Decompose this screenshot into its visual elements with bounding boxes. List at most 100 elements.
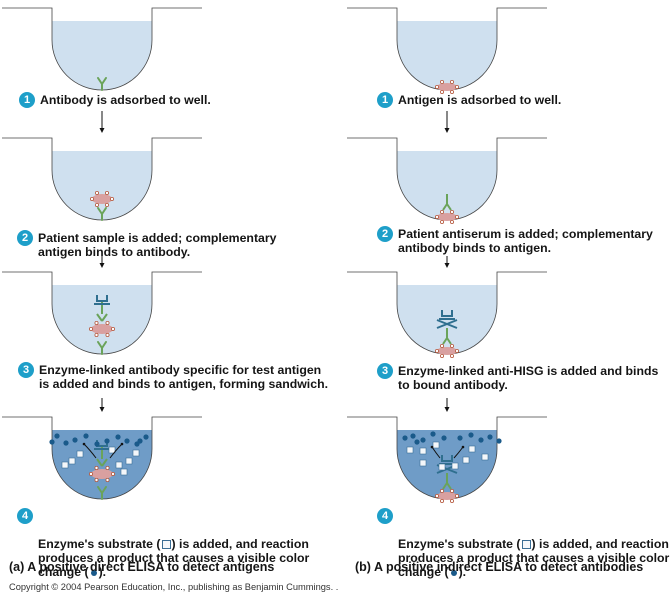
antigen-icon bbox=[91, 324, 113, 334]
panel-a-step-2: 2 Patient sample is added; complementary… bbox=[17, 230, 277, 259]
product-icon bbox=[124, 438, 130, 444]
epitope-icon bbox=[95, 202, 100, 207]
panel-a-step-1: 1 Antibody is adsorbed to well. bbox=[19, 92, 211, 108]
reaction-arrowhead bbox=[461, 445, 465, 449]
substrate-icon bbox=[438, 463, 446, 471]
substrate-icon bbox=[419, 459, 427, 467]
antigen-icon bbox=[437, 492, 457, 500]
product-icon bbox=[468, 432, 474, 438]
epitope-icon bbox=[439, 209, 444, 214]
epitope-icon bbox=[94, 465, 99, 470]
panel-a-arrow-2 bbox=[99, 256, 105, 268]
step-badge: 2 bbox=[377, 226, 393, 242]
epitope-icon bbox=[449, 353, 454, 358]
anti-hisg-icon bbox=[436, 319, 458, 329]
step-badge: 1 bbox=[19, 92, 35, 108]
panel-a-step-4: 4 Enzyme's substrate () is added, and re… bbox=[17, 508, 309, 579]
panel-a-well-1 bbox=[2, 7, 202, 91]
epitope-icon bbox=[90, 196, 95, 201]
enzyme-icon bbox=[94, 295, 110, 305]
substrate-icon bbox=[468, 445, 476, 453]
panel-b-arrow-2 bbox=[444, 256, 450, 268]
epitope-icon bbox=[439, 90, 444, 95]
product-icon bbox=[441, 435, 447, 441]
panel-a-arrow-3 bbox=[99, 398, 105, 412]
panel-b-step-3: 3 Enzyme-linked anti-HISG is added and b… bbox=[377, 363, 658, 392]
epitope-icon bbox=[105, 320, 110, 325]
product-symbol-icon bbox=[90, 569, 97, 576]
substrate-icon bbox=[115, 461, 123, 469]
arrow-head bbox=[444, 263, 450, 268]
arrow-head bbox=[99, 263, 105, 268]
reaction-arrowhead bbox=[82, 442, 86, 446]
epitope-icon bbox=[439, 80, 444, 85]
product-icon bbox=[137, 438, 143, 444]
substrate-icon bbox=[481, 453, 489, 461]
antigen-icon bbox=[437, 347, 457, 355]
product-icon bbox=[104, 438, 110, 444]
epitope-icon bbox=[454, 214, 459, 219]
well-liquid bbox=[52, 21, 152, 90]
enzyme-icon bbox=[439, 310, 455, 320]
epitope-icon bbox=[454, 85, 459, 90]
epitope-icon bbox=[439, 498, 444, 503]
panel-b-well-1 bbox=[347, 7, 547, 95]
substrate-icon bbox=[76, 450, 84, 458]
panel-a-caption: (a) A positive direct ELISA to detect an… bbox=[9, 560, 275, 574]
substrate-icon bbox=[125, 457, 133, 465]
panel-b-caption: (b) A positive indirect ELISA to detect … bbox=[355, 560, 644, 574]
antibody-icon bbox=[97, 77, 107, 91]
product-icon bbox=[478, 437, 484, 443]
patient-antibody-icon bbox=[442, 473, 452, 490]
substrate-icon bbox=[68, 457, 76, 465]
substrate-icon bbox=[432, 441, 440, 449]
epitope-icon bbox=[111, 471, 116, 476]
well-liquid bbox=[397, 21, 497, 90]
epitope-icon bbox=[105, 202, 110, 207]
epitope-icon bbox=[454, 493, 459, 498]
substrate-icon bbox=[406, 446, 414, 454]
well-liquid bbox=[52, 151, 152, 220]
epitope-icon bbox=[449, 219, 454, 224]
panel-b-step-2: 2 Patient antiserum is added; complement… bbox=[377, 226, 653, 255]
epitope-icon bbox=[434, 348, 439, 353]
epitope-icon bbox=[94, 477, 99, 482]
antigen-icon bbox=[92, 194, 112, 204]
product-icon bbox=[72, 437, 78, 443]
arrow-head bbox=[99, 407, 105, 412]
epitope-icon bbox=[110, 196, 115, 201]
copyright-notice: Copyright © 2004 Pearson Education, Inc.… bbox=[9, 582, 339, 592]
panel-b-arrow-3 bbox=[444, 398, 450, 412]
epitope-icon bbox=[449, 343, 454, 348]
product-icon bbox=[430, 431, 436, 437]
well-liquid bbox=[397, 151, 497, 220]
panel-b-arrow-1 bbox=[444, 111, 450, 133]
epitope-icon bbox=[434, 493, 439, 498]
panel-a-step-3: 3 Enzyme-linked antibody specific for te… bbox=[18, 362, 328, 391]
substrate-icon bbox=[451, 462, 459, 470]
antibody-icon bbox=[97, 486, 107, 500]
epitope-icon bbox=[449, 498, 454, 503]
panel-b-step-4: 4 Enzyme's substrate () is added, and re… bbox=[377, 508, 669, 579]
substrate-icon bbox=[132, 449, 140, 457]
epitope-icon bbox=[449, 80, 454, 85]
substrate-icon bbox=[120, 468, 128, 476]
epitope-icon bbox=[439, 353, 444, 358]
epitope-icon bbox=[449, 488, 454, 493]
epitope-icon bbox=[439, 343, 444, 348]
panel-a-well-3 bbox=[2, 271, 202, 355]
antigen-icon bbox=[437, 213, 457, 221]
reaction-arrowhead bbox=[120, 442, 124, 446]
substrate-symbol-icon bbox=[521, 540, 531, 550]
epitope-icon bbox=[439, 488, 444, 493]
epitope-icon bbox=[439, 219, 444, 224]
antigen-icon bbox=[91, 469, 113, 479]
product-icon bbox=[402, 435, 408, 441]
substrate-symbol-icon bbox=[161, 540, 171, 550]
product-symbol-icon bbox=[450, 569, 457, 576]
patient-antibody-icon bbox=[442, 194, 452, 211]
product-icon bbox=[94, 441, 100, 447]
panel-b-well-2 bbox=[347, 137, 547, 224]
epitope-icon bbox=[111, 326, 116, 331]
